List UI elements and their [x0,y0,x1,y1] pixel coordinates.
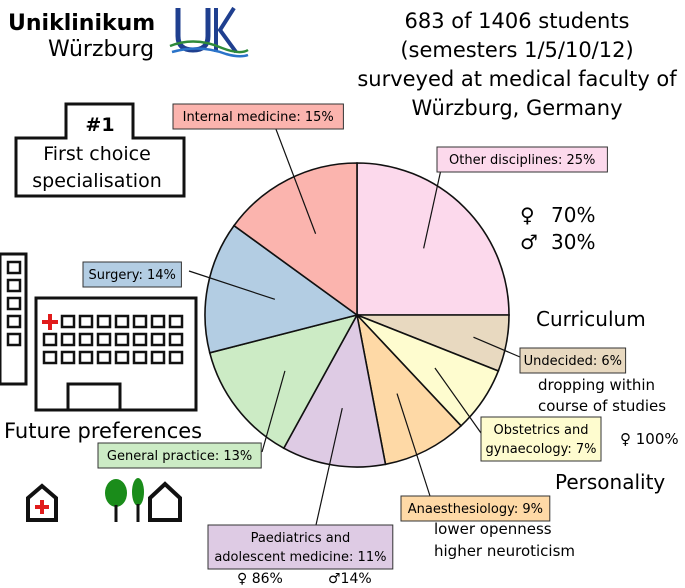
leader-line-other [423,164,443,249]
first-choice-rank: #1 [85,114,114,136]
first-choice-sign: #1 First choice specialisation [14,102,186,198]
curriculum-note-line2: course of studies [538,397,666,415]
slice-label-general-practice: General practice: 13% [97,442,262,469]
slice-label-obgyn: Obstetrics and gynaecology: 7% [480,416,602,462]
survey-line-1: 683 of 1406 students [404,9,629,33]
slice-label-text: Paediatrics and [251,531,351,546]
personality-label: Personality [555,470,665,494]
leader-line-general-practice [261,370,286,453]
future-preferences-label: Future preferences [4,419,202,443]
first-choice-line2: specialisation [32,170,162,192]
curriculum-label: Curriculum [536,307,646,331]
slice-label-text: Obstetrics and [494,423,589,438]
male-percentage: 30% [551,230,595,254]
small-hospital-icon [26,483,58,522]
leader-line-surgery [188,270,276,300]
paediatrics-male-note: ♂14% [328,571,372,587]
first-choice-line1: First choice [43,143,151,165]
slice-label-paediatrics: Paediatrics and adolescent medicine: 11% [207,524,394,570]
leader-line-anaesthesiology [396,393,431,497]
slice-label-text: General practice: 13% [107,449,252,464]
uniklinikum-logo: Uniklinikum Würzburg [8,6,249,62]
survey-line-2: (semesters 1/5/10/12) [400,38,633,62]
logo-name-line2: Würzburg [48,37,154,62]
hospital-icon [0,252,198,412]
slice-label-callouts: Other disciplines: 25% Undecided: 6% Obste… [82,103,627,570]
specialisation-pie-chart [204,162,510,468]
slice-label-undecided: Undecided: 6% [519,347,627,374]
factor-annotations: Curriculum dropping within course of stu… [237,307,679,587]
slice-label-surgery: Surgery: 14% [82,261,182,288]
female-symbol: ♀ [520,203,535,227]
slice-label-box [480,416,602,462]
gender-overall: ♀ 70% ♂ 30% [520,203,595,254]
slice-label-box [207,524,394,570]
leader-line-paediatrics [315,407,343,526]
slice-label-box [82,261,182,288]
slice-label-text: Undecided: 6% [524,354,622,369]
slice-label-text: adolescent medicine: 11% [214,550,386,565]
leader-line-internal-medicine [273,123,317,234]
pie-slice-internal-medicine [232,162,358,317]
paediatrics-female-note: ♀ 86% [237,571,283,587]
trees-icon [105,478,144,522]
slice-label-internal-medicine: Internal medicine: 15% [172,103,344,130]
slice-label-anaesthesiology: Anaesthesiology: 9% [400,495,551,522]
male-symbol: ♂ [520,230,538,254]
slice-label-box [519,347,627,374]
pie-slice-paediatrics [282,312,387,468]
curriculum-note-line1: dropping within [538,376,655,394]
pie-slice-surgery [204,224,359,354]
slice-label-box [172,103,344,130]
obgyn-gender-note: ♀ 100% [620,430,679,448]
slice-label-other: Other disciplines: 25% [436,146,608,173]
slice-label-text: Internal medicine: 15% [183,110,334,125]
slice-label-box [97,442,262,469]
pie-slice-general-practice [208,313,359,450]
slice-label-box [436,146,608,173]
pie-slice-anaesthesiology [355,312,463,466]
survey-line-3: surveyed at medical faculty of [357,67,677,91]
female-percentage: 70% [551,203,595,227]
survey-description: 683 of 1406 students (semesters 1/5/10/1… [357,9,677,120]
slice-label-box [400,495,551,522]
survey-line-4: Würzburg, Germany [411,96,622,120]
slice-label-text: Anaesthesiology: 9% [408,502,543,517]
leader-line-obgyn [434,367,482,434]
personality-note-line2: higher neuroticism [434,542,575,560]
slice-label-text: Surgery: 14% [89,268,176,283]
logo-name-line1: Uniklinikum [8,11,155,36]
slice-label-text: Other disciplines: 25% [449,153,595,168]
uk-logo-mark [169,6,249,58]
pie-slice-other [356,162,510,316]
house-icon [148,481,182,522]
slice-label-text: gynaecology: 7% [486,442,597,457]
personality-note-line1: lower openness [434,520,552,538]
leader-line-undecided [473,336,521,358]
